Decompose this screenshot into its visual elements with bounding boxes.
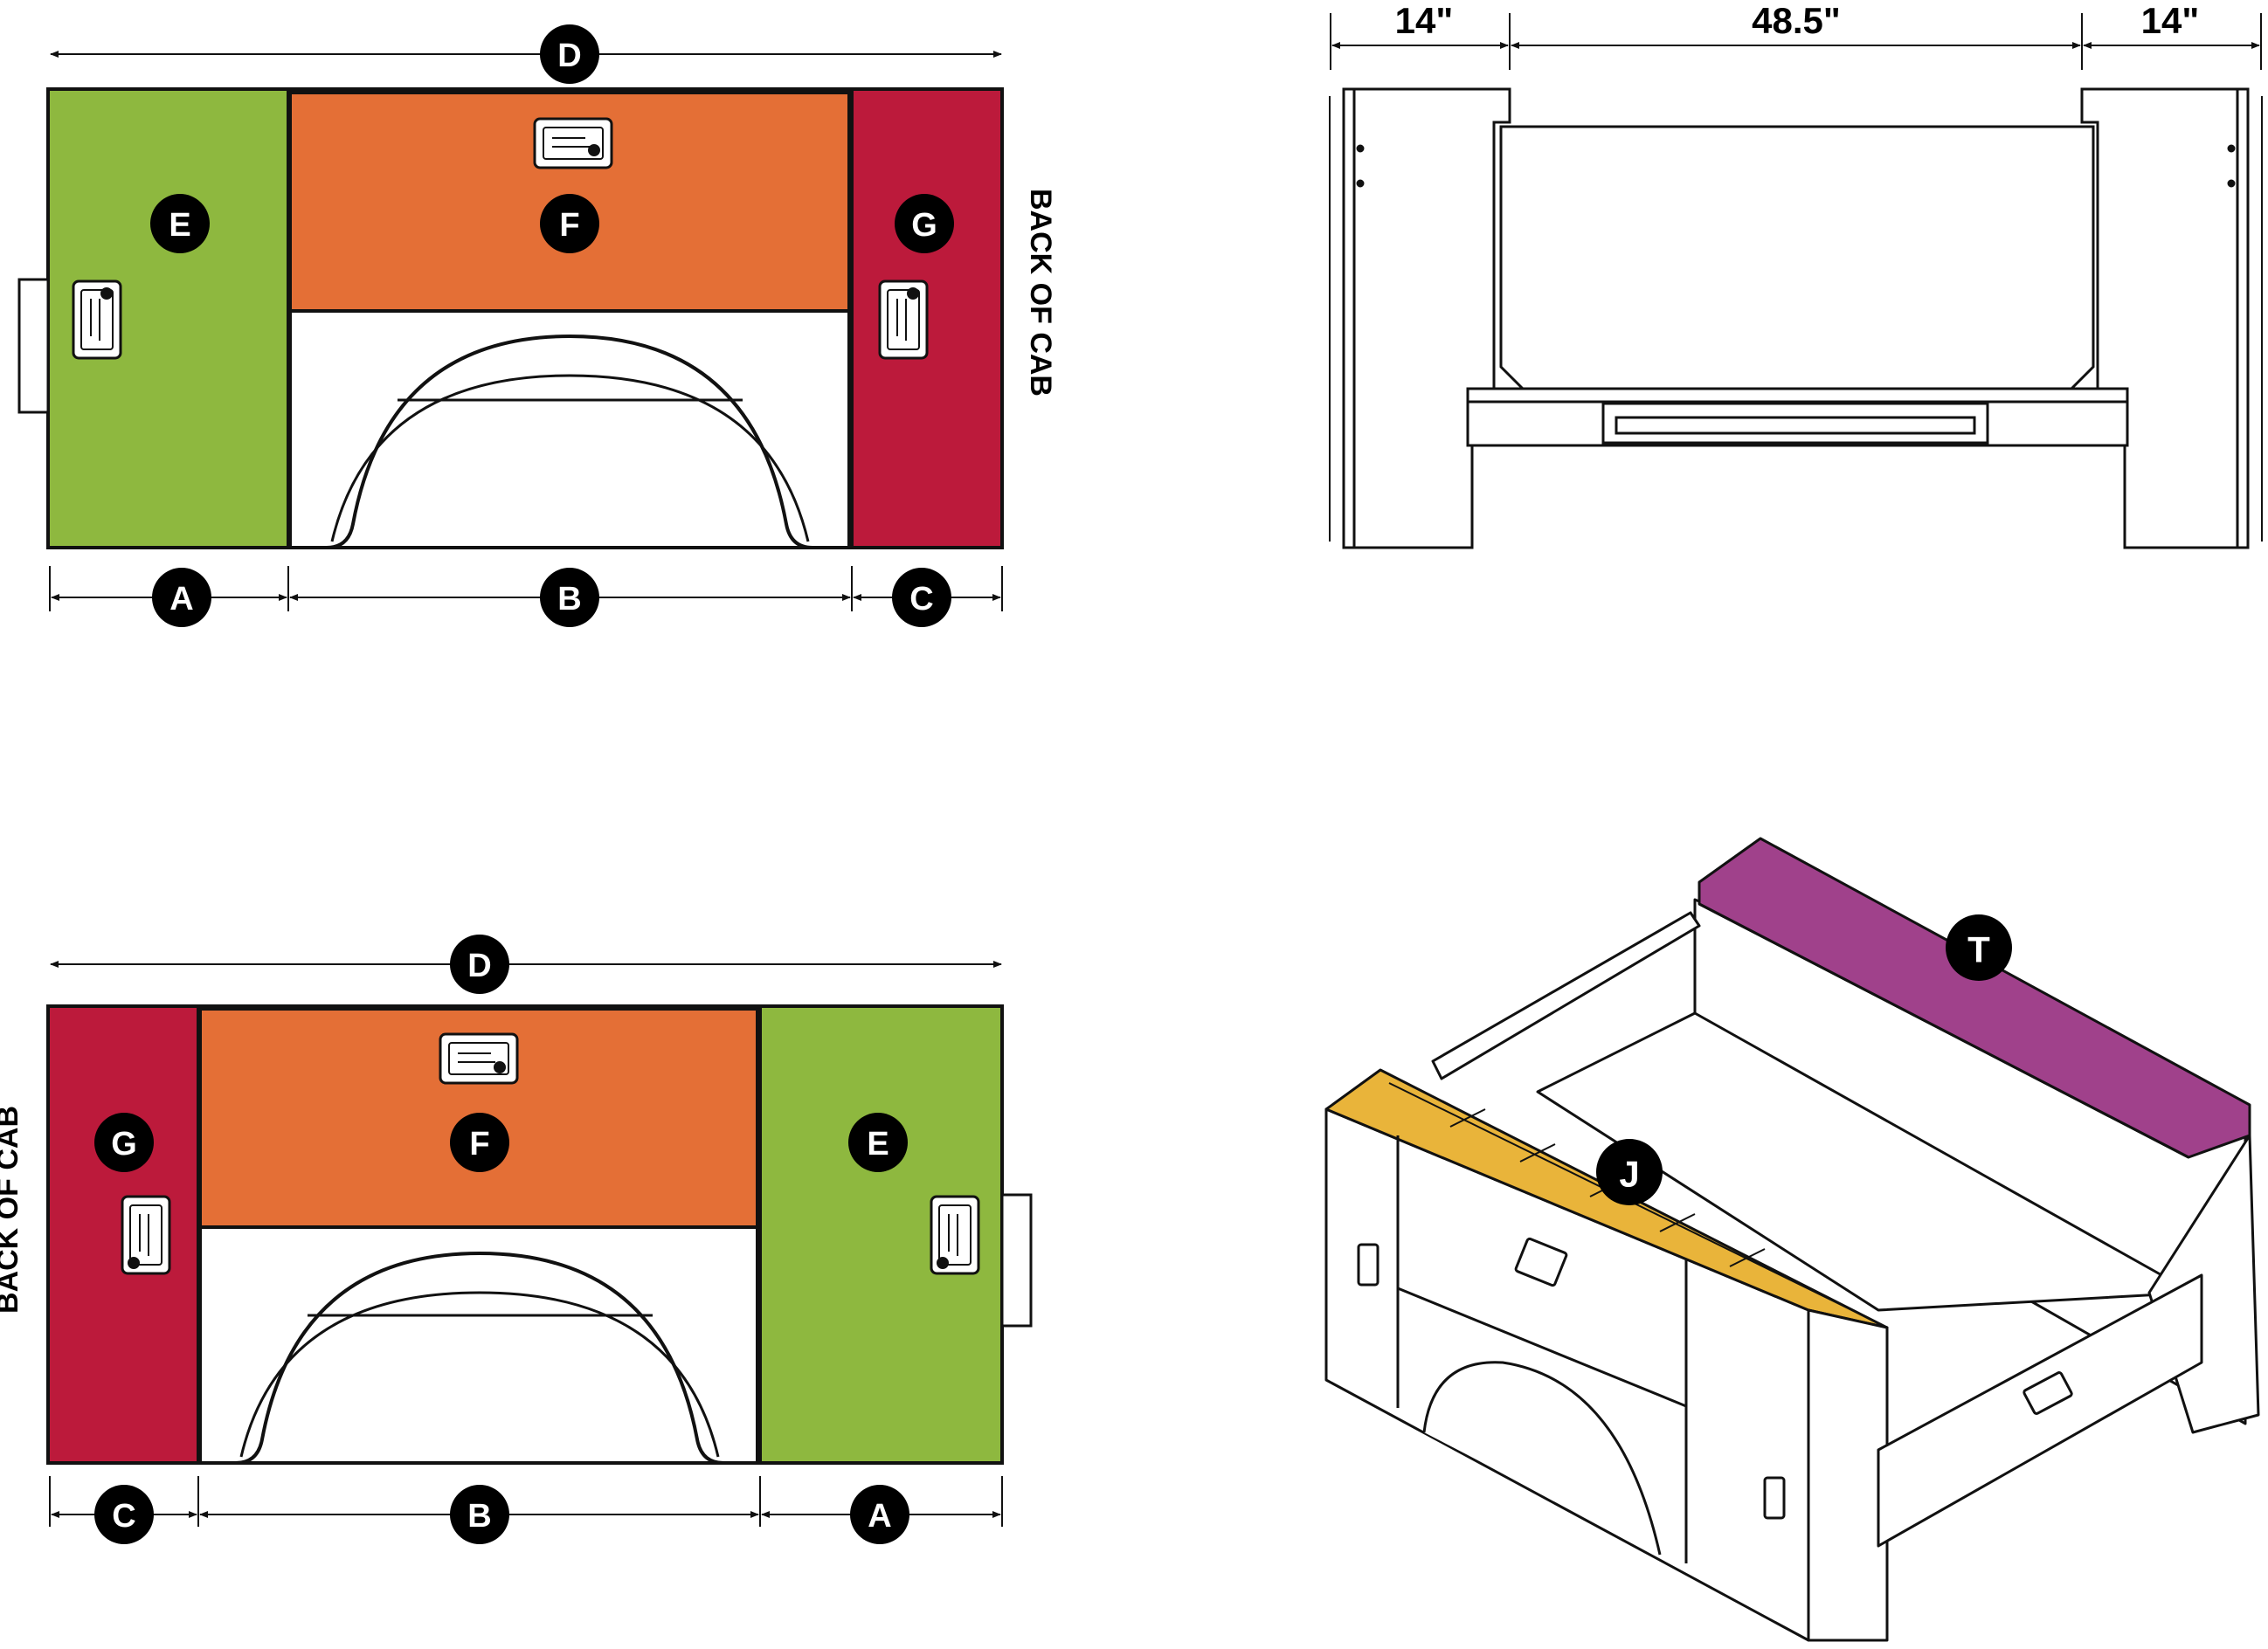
side-view-top <box>17 51 1004 611</box>
label-e-bottom-text: E <box>867 1126 889 1163</box>
label-d-bottom: D <box>450 935 509 994</box>
label-g-bottom: G <box>94 1113 154 1172</box>
label-t: T <box>1946 914 2012 981</box>
side-view-bottom <box>46 961 1033 1527</box>
handle-e-icon <box>72 279 122 360</box>
label-f-top-text: F <box>559 207 579 244</box>
handle-f-icon <box>533 117 613 169</box>
handle-g-bottom-icon <box>121 1195 171 1275</box>
label-j-text: J <box>1619 1154 1639 1195</box>
label-t-text: T <box>1967 929 1990 970</box>
label-c-bottom: C <box>94 1485 154 1544</box>
label-e-bottom: E <box>848 1113 908 1172</box>
isometric-view <box>1324 837 2260 1642</box>
label-f-bottom-text: F <box>469 1126 489 1163</box>
rear-dim-right-text: 14" <box>2141 0 2200 41</box>
rear-dim-left-text: 14" <box>1395 0 1454 41</box>
label-a-bottom-text: A <box>868 1498 891 1535</box>
label-b-top: B <box>540 568 599 627</box>
label-b-top-text: B <box>557 581 581 618</box>
label-d-top-text: D <box>557 38 581 74</box>
label-g-bottom-text: G <box>111 1126 137 1163</box>
label-b-bottom: B <box>450 1485 509 1544</box>
handle-f-bottom-icon <box>439 1032 519 1085</box>
label-f-bottom: F <box>450 1113 509 1172</box>
label-e-top-text: E <box>169 207 190 244</box>
label-c-top-text: C <box>909 581 933 618</box>
label-a-top: A <box>152 568 211 627</box>
rear-dim-center-text: 48.5" <box>1752 0 1841 41</box>
wheel-well-section-bottom <box>198 1225 759 1465</box>
label-g-top: G <box>895 194 954 253</box>
label-g-top-text: G <box>911 207 937 244</box>
label-d-top: D <box>540 24 599 84</box>
label-c-bottom-text: C <box>112 1498 135 1535</box>
wheel-well-section <box>288 309 851 549</box>
label-j: J <box>1596 1139 1663 1205</box>
handle-g-icon <box>878 279 929 360</box>
rear-view <box>1329 13 2263 549</box>
label-d-bottom-text: D <box>467 948 491 984</box>
handle-e-bottom-icon <box>930 1195 980 1275</box>
label-e-top: E <box>150 194 210 253</box>
label-a-bottom: A <box>850 1485 909 1544</box>
label-f-top: F <box>540 194 599 253</box>
label-b-bottom-text: B <box>467 1498 491 1535</box>
back-of-cab-top: BACK OF CAB <box>1024 189 1057 397</box>
label-c-top: C <box>892 568 951 627</box>
label-a-top-text: A <box>169 581 193 618</box>
back-of-cab-bottom: BACK OF CAB <box>0 1106 24 1314</box>
